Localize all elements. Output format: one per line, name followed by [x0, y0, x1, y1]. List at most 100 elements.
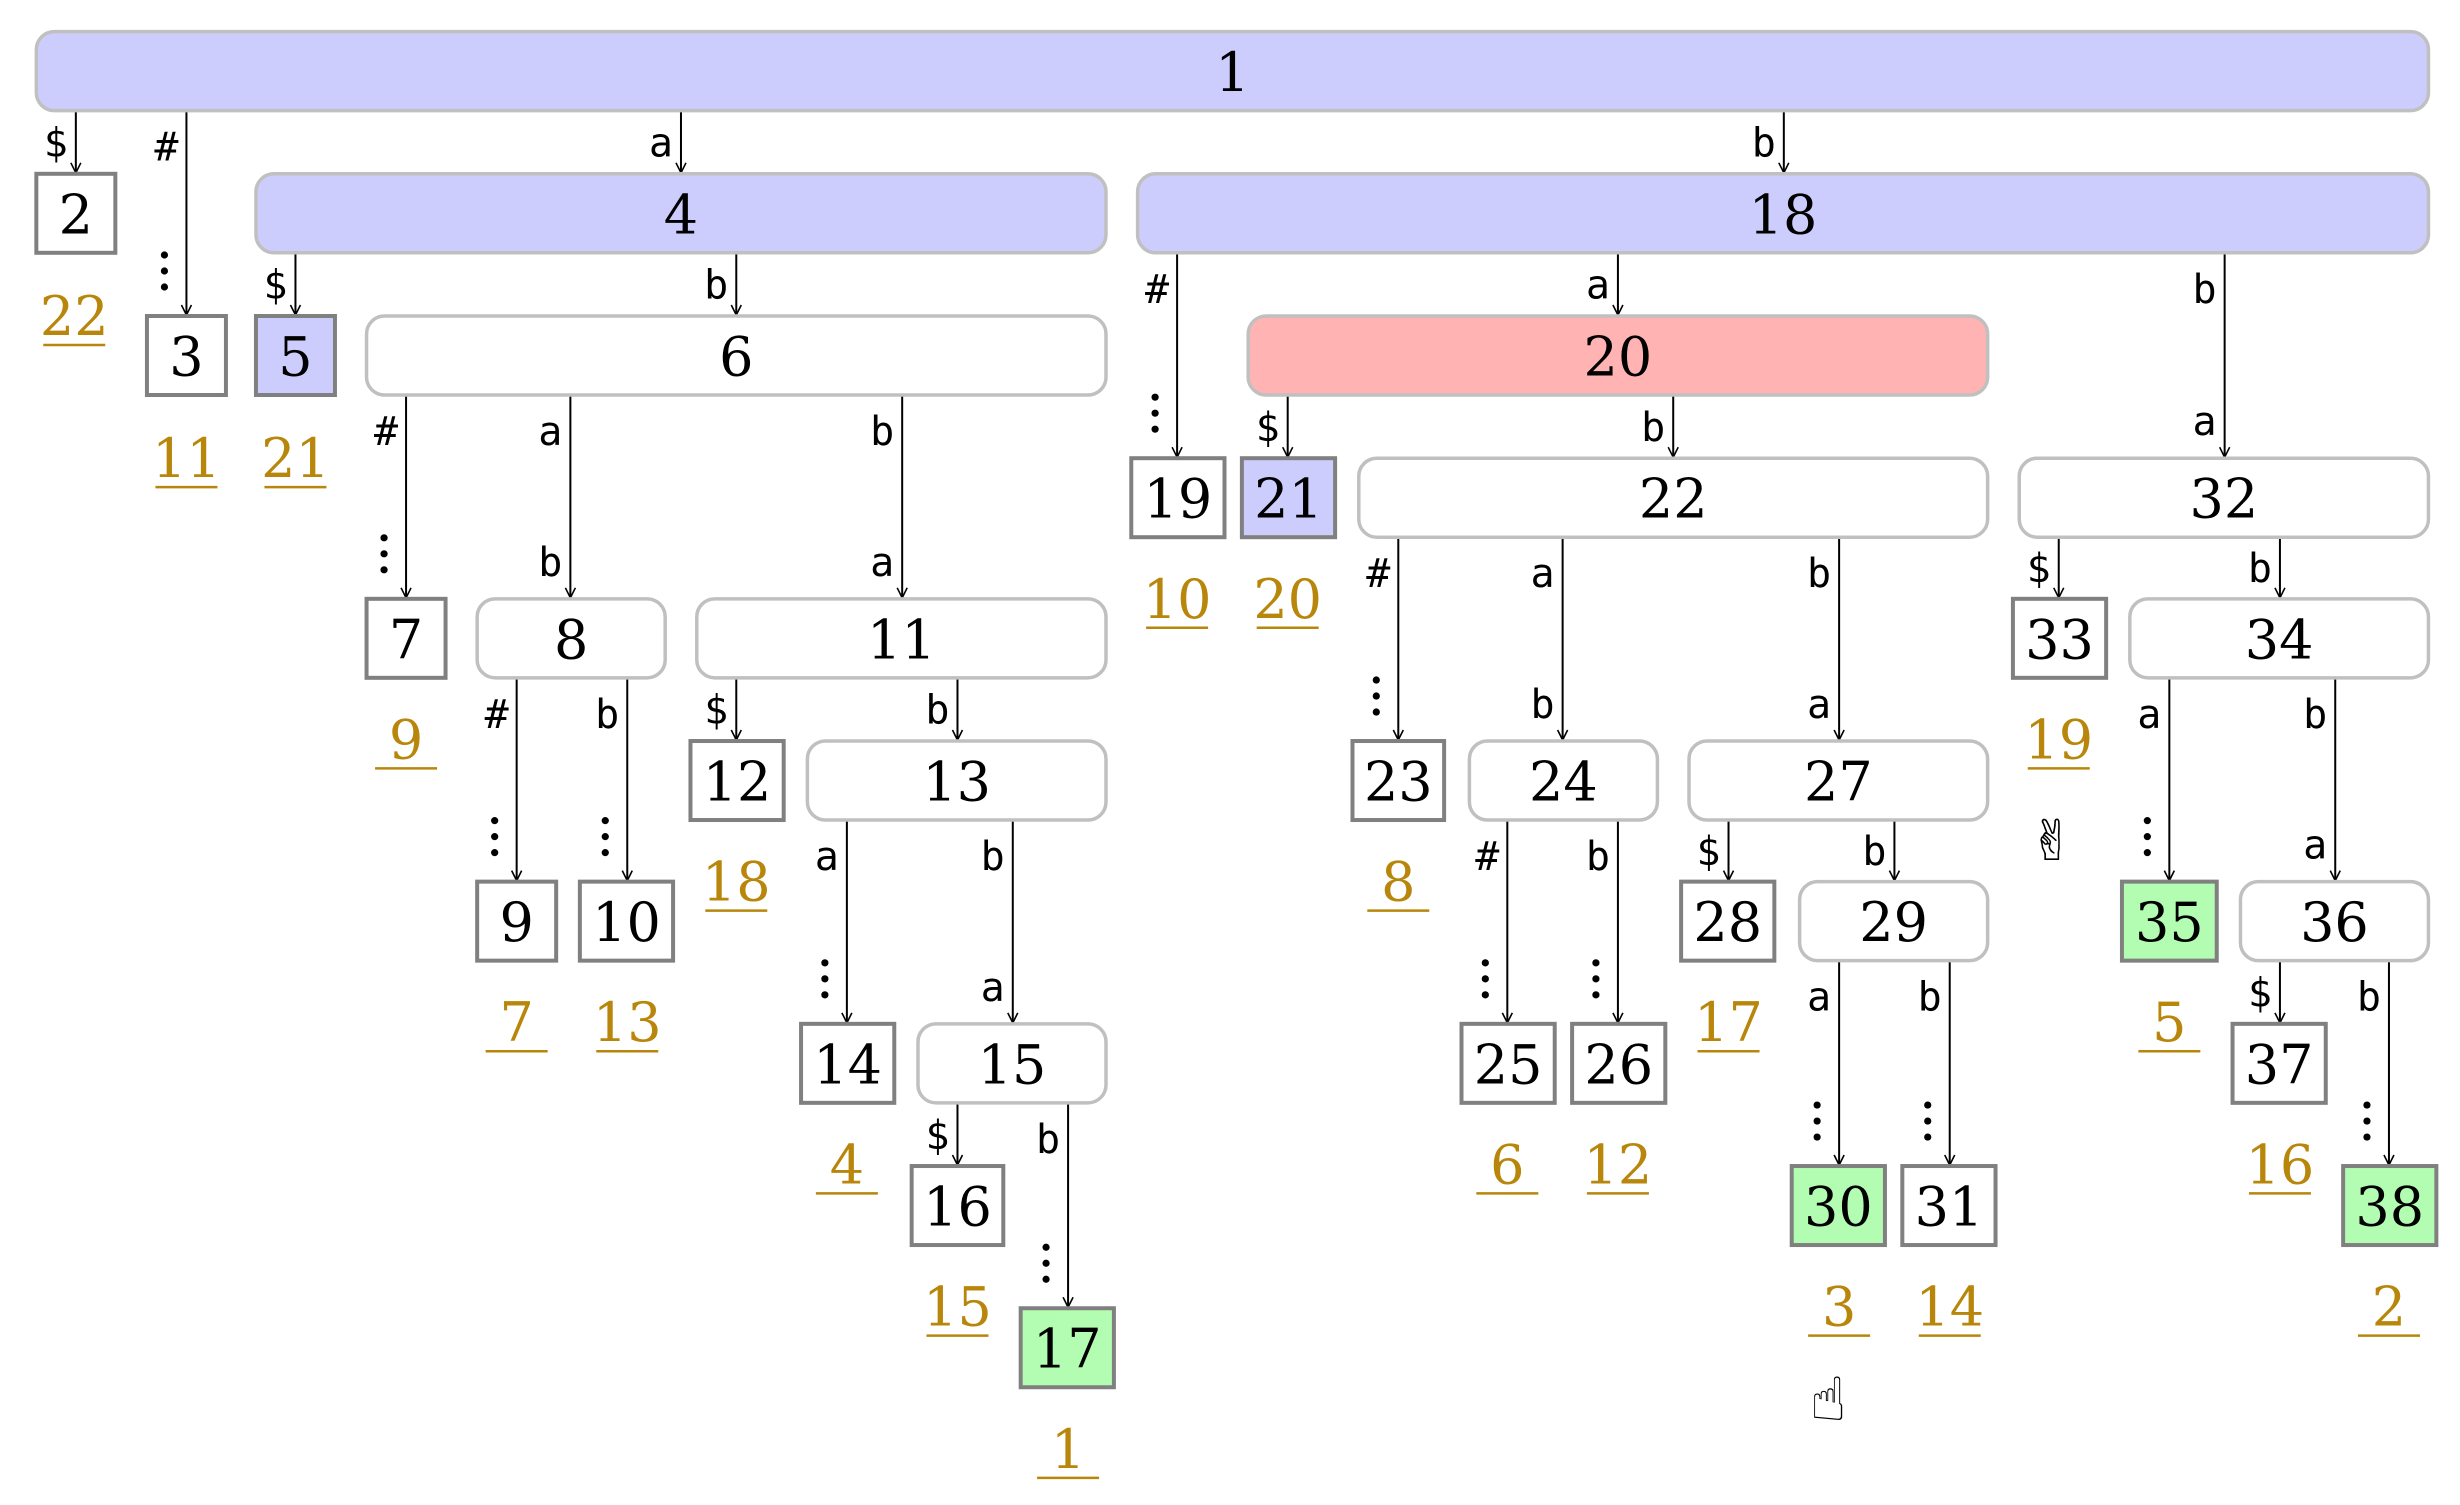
leaf-node-23: 23 — [1350, 739, 1447, 823]
ellipsis-dot — [1481, 975, 1489, 983]
edge-label: a — [1586, 263, 1610, 309]
edge-label-second: a — [2303, 823, 2327, 869]
node-box — [805, 739, 1108, 822]
edge-8-9: # — [485, 677, 517, 881]
node-label: 5 — [278, 326, 312, 389]
edge-1-4: a — [649, 110, 681, 173]
node-label: 38 — [2355, 1176, 2424, 1239]
leaf-node-10: 10 — [577, 879, 676, 963]
edge-24-25: # — [1475, 820, 1507, 1023]
leaf-node-17: 17 — [1018, 1306, 1116, 1390]
ellipsis-dot — [380, 534, 388, 542]
pointing-hand-cursor-icon: ☝ — [1810, 1365, 1847, 1435]
suffix-number-2: 22 — [40, 285, 109, 348]
edge-18-20: a — [1586, 252, 1618, 315]
node-label: 14 — [813, 1033, 882, 1096]
ellipsis-dot — [1151, 409, 1159, 417]
node-label: 29 — [1859, 891, 1928, 954]
suffix-number-text: 9 — [389, 708, 423, 771]
icons-layer: ☝ ✌ — [1810, 809, 2076, 1435]
ellipsis-dot — [601, 817, 609, 825]
edge-label: b — [1641, 405, 1665, 451]
suffix-number-text: 11 — [152, 427, 221, 490]
internal-node-29: 29 — [1797, 879, 1990, 963]
node-label: 15 — [978, 1033, 1047, 1096]
node-label: 9 — [499, 891, 533, 954]
edge-ellipsis — [2363, 1101, 2371, 1141]
suffix-number-text: 8 — [1381, 851, 1415, 914]
node-box — [909, 1164, 1006, 1248]
leaf-node-9: 9 — [475, 879, 559, 963]
node-label: 24 — [1529, 751, 1598, 814]
leaf-node-33: 33 — [2010, 596, 2109, 680]
ellipsis-dot — [1042, 1259, 1050, 1267]
node-label: 10 — [592, 891, 661, 954]
node-label: 33 — [2025, 608, 2094, 671]
ellipsis-dot — [1924, 1133, 1932, 1141]
edge-36-37: $ — [2248, 960, 2280, 1023]
edge-label: a — [2137, 692, 2161, 738]
suffix-number-31: 14 — [1915, 1276, 1984, 1339]
suffix-number-text: 13 — [593, 991, 662, 1054]
node-box — [1900, 1164, 1998, 1248]
suffix-number-16: 15 — [923, 1276, 992, 1339]
suffix-number-text: 2 — [2372, 1276, 2406, 1339]
leaf-node-31: 31 — [1900, 1164, 1998, 1248]
internal-node-13: 13 — [805, 739, 1108, 822]
ellipsis-dot — [160, 267, 169, 275]
edge-label-second: a — [870, 540, 894, 586]
edge-ellipsis — [1481, 959, 1489, 999]
edge-27-29: b — [1862, 820, 1894, 881]
edge-label: $ — [2027, 546, 2051, 592]
node-box — [1350, 739, 1447, 823]
suffix-number-text: 5 — [2152, 991, 2186, 1054]
suffix-number-7: 9 — [375, 708, 438, 771]
suffix-number-text: 22 — [40, 285, 109, 348]
internal-node-18: 18 — [1135, 172, 2431, 255]
internal-node-6: 6 — [364, 314, 1108, 397]
node-box — [1246, 314, 1990, 397]
suffix-number-28: 17 — [1694, 991, 1763, 1054]
edge-ellipsis — [1592, 959, 1600, 999]
edge-label: $ — [925, 1113, 949, 1159]
edge-ellipsis — [1813, 1101, 1821, 1141]
edge-34-35: a — [2137, 677, 2169, 881]
node-label: 21 — [1254, 468, 1323, 531]
node-box — [34, 29, 2431, 113]
node-label: 32 — [2189, 468, 2258, 531]
edge-18-32: ba — [2193, 252, 2225, 457]
node-label: 34 — [2245, 608, 2314, 671]
node-box — [254, 172, 1108, 255]
edge-36-38: b — [2357, 960, 2389, 1165]
suffix-number-text: 4 — [830, 1133, 864, 1196]
ellipsis-dot — [1372, 692, 1380, 700]
edge-20-22: b — [1641, 395, 1673, 457]
edge-4-5: $ — [263, 252, 295, 315]
internal-node-11: 11 — [695, 597, 1108, 680]
ellipsis-dot — [380, 566, 388, 574]
node-box — [2341, 1164, 2439, 1248]
leaf-node-38: 38 — [2341, 1164, 2439, 1248]
edge-label: b — [1036, 1117, 1060, 1163]
leaf-node-26: 26 — [1570, 1021, 1668, 1105]
internal-node-20: 20 — [1246, 314, 1990, 397]
edge-22-27: ba — [1807, 537, 1839, 740]
internal-node-1: 1 — [34, 29, 2431, 113]
edge-label: b — [2303, 692, 2327, 738]
edge-label: a — [649, 121, 673, 167]
victory-hand-icon: ✌ — [2029, 809, 2076, 874]
node-label: 17 — [1033, 1318, 1102, 1381]
ellipsis-dot — [1151, 393, 1159, 401]
node-box — [2119, 879, 2219, 963]
edge-label-second: a — [1807, 682, 1831, 728]
edge-label: b — [704, 263, 728, 309]
ellipsis-dot — [601, 849, 609, 857]
edge-label: b — [595, 692, 619, 738]
internal-node-24: 24 — [1467, 739, 1660, 822]
node-box — [1679, 879, 1777, 963]
ellipsis-dot — [1924, 1101, 1932, 1109]
ellipsis-dot — [1592, 959, 1600, 967]
node-box — [1018, 1306, 1116, 1390]
edge-22-23: # — [1366, 537, 1398, 740]
